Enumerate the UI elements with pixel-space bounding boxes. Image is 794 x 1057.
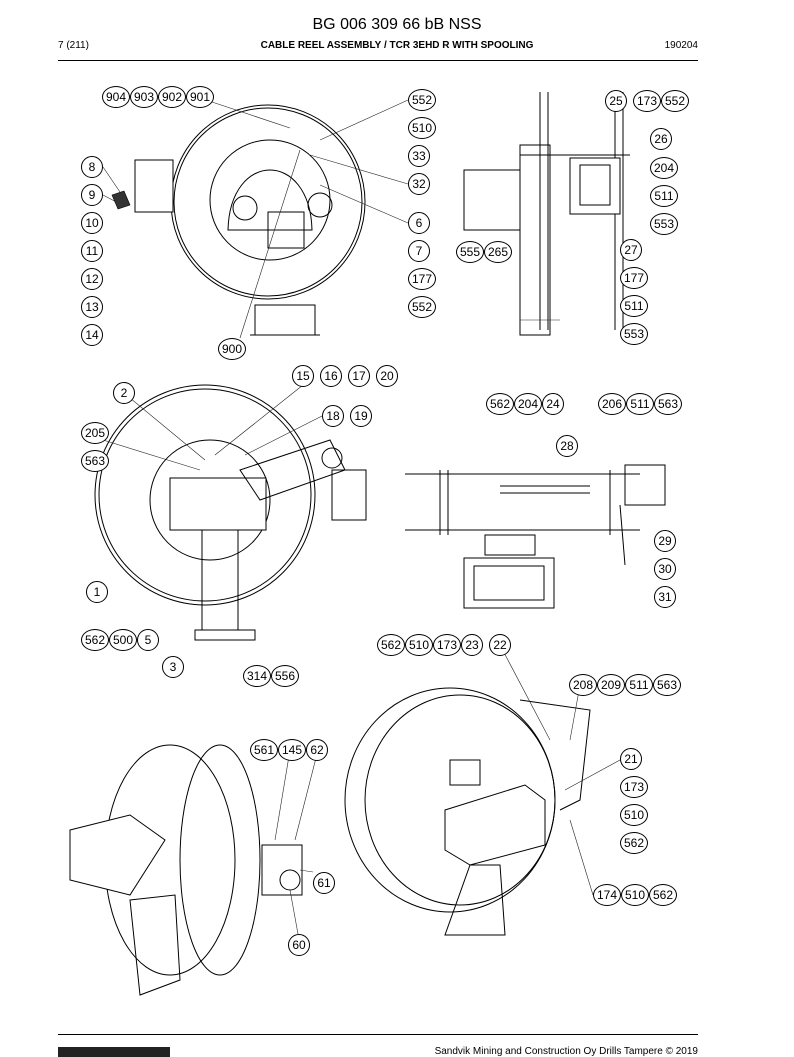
callout-balloon: 19 <box>350 405 372 427</box>
callout-balloon: 562 <box>649 884 677 906</box>
document-date: 190204 <box>664 40 698 51</box>
callout-balloon: 903 <box>130 86 158 108</box>
callout-balloon: 20 <box>376 365 398 387</box>
callout-balloon: 14 <box>81 324 103 346</box>
callout-balloon: 30 <box>654 558 676 580</box>
callout-balloon: 904 <box>102 86 130 108</box>
callout-balloon: 902 <box>158 86 186 108</box>
reel-top-view <box>405 464 666 609</box>
callout-balloon: 511 <box>626 393 654 415</box>
sandvik-logo <box>58 1047 170 1057</box>
callout-balloon: 173 <box>433 634 461 656</box>
callout-balloon: 21 <box>620 748 642 770</box>
callout-balloon: 510 <box>620 804 648 826</box>
callout-balloon: 555 <box>456 241 484 263</box>
footer-copyright: Sandvik Mining and Construction Oy Drill… <box>434 1046 698 1057</box>
callout-balloon: 552 <box>408 89 436 111</box>
callout-balloon: 18 <box>322 405 344 427</box>
callout-balloon: 562 <box>377 634 405 656</box>
callout-balloon: 177 <box>620 267 648 289</box>
callout-balloon: 901 <box>186 86 214 108</box>
reel-front-view <box>102 97 409 339</box>
callout-balloon: 2 <box>113 382 135 404</box>
callout-balloon: 511 <box>650 185 678 207</box>
callout-balloon: 9 <box>81 184 103 206</box>
callout-balloon: 173 <box>633 90 661 112</box>
callout-balloon: 553 <box>650 213 678 235</box>
callout-balloon: 23 <box>461 634 483 656</box>
callout-balloon: 8 <box>81 156 103 178</box>
callout-balloon: 61 <box>313 872 335 894</box>
callout-balloon: 561 <box>250 739 278 761</box>
callout-balloon: 510 <box>621 884 649 906</box>
callout-balloon: 511 <box>625 674 653 696</box>
callout-balloon: 552 <box>408 296 436 318</box>
callout-balloon: 177 <box>408 268 436 290</box>
callout-balloon: 563 <box>654 393 682 415</box>
callout-balloon: 62 <box>306 739 328 761</box>
callout-balloon: 29 <box>654 530 676 552</box>
callout-balloon: 17 <box>348 365 370 387</box>
callout-balloon: 556 <box>271 665 299 687</box>
callout-balloon: 27 <box>620 239 642 261</box>
callout-balloon: 13 <box>81 296 103 318</box>
callout-balloon: 173 <box>620 776 648 798</box>
callout-balloon: 552 <box>661 90 689 112</box>
callout-balloon: 553 <box>620 323 648 345</box>
callout-balloon: 511 <box>620 295 648 317</box>
footer-rule <box>58 1034 698 1035</box>
callout-balloon: 3 <box>162 656 184 678</box>
callout-balloon: 562 <box>81 629 109 651</box>
callout-balloon: 60 <box>288 934 310 956</box>
callout-balloon: 510 <box>408 117 436 139</box>
callout-balloon: 900 <box>218 338 246 360</box>
callout-balloon: 12 <box>81 268 103 290</box>
callout-balloon: 26 <box>650 128 672 150</box>
callout-balloon: 10 <box>81 212 103 234</box>
callout-balloon: 11 <box>81 240 103 262</box>
callout-balloon: 6 <box>408 212 430 234</box>
callout-balloon: 22 <box>489 634 511 656</box>
callout-balloon: 500 <box>109 629 137 651</box>
callout-balloon: 563 <box>653 674 681 696</box>
callout-balloon: 28 <box>556 435 578 457</box>
callout-balloon: 562 <box>486 393 514 415</box>
page-number: 7 (211) <box>58 40 89 51</box>
callout-balloon: 15 <box>292 365 314 387</box>
document-subtitle: CABLE REEL ASSEMBLY / TCR 3EHD R WITH SP… <box>260 40 534 51</box>
callout-balloon: 204 <box>514 393 542 415</box>
callout-balloon: 314 <box>243 665 271 687</box>
callout-balloon: 1 <box>86 581 108 603</box>
callout-balloon: 5 <box>137 629 159 651</box>
header-rule <box>58 60 698 61</box>
callout-balloon: 265 <box>484 241 512 263</box>
callout-balloon: 209 <box>597 674 625 696</box>
callout-balloon: 33 <box>408 145 430 167</box>
callout-balloon: 562 <box>620 832 648 854</box>
callout-balloon: 24 <box>542 393 564 415</box>
reel-iso-left-view <box>69 744 319 996</box>
callout-balloon: 510 <box>405 634 433 656</box>
callout-balloon: 25 <box>605 90 627 112</box>
callout-balloon: 32 <box>408 173 430 195</box>
callout-balloon: 208 <box>569 674 597 696</box>
callout-balloon: 31 <box>654 586 676 608</box>
callout-balloon: 206 <box>598 393 626 415</box>
callout-balloon: 563 <box>81 450 109 472</box>
callout-balloon: 204 <box>650 157 678 179</box>
callout-balloon: 205 <box>81 422 109 444</box>
callout-balloon: 174 <box>593 884 621 906</box>
document-title: BG 006 309 66 bB NSS <box>312 16 482 33</box>
reel-rear-view <box>94 384 367 641</box>
callout-balloon: 145 <box>278 739 306 761</box>
callout-balloon: 16 <box>320 365 342 387</box>
reel-side-view <box>463 92 630 336</box>
callout-balloon: 7 <box>408 240 430 262</box>
